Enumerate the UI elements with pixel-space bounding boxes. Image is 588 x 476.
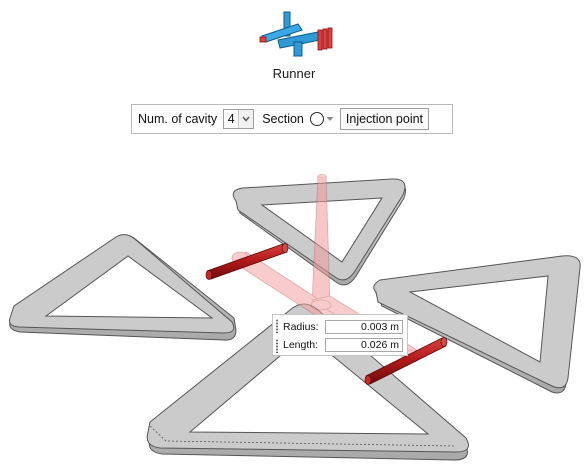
- runner-dimensions-panel: Radius: 0.003 m Length: 0.026 m: [272, 314, 408, 356]
- cavity-label: Num. of cavity: [138, 112, 218, 126]
- length-label: Length:: [283, 339, 319, 351]
- cavity-count-value[interactable]: 4: [227, 112, 235, 126]
- radius-field[interactable]: 0.003 m: [325, 320, 403, 334]
- sub-runner-lower-right: [364, 337, 448, 385]
- runner-toolbar: Num. of cavity 4 Section Injection point: [131, 104, 453, 134]
- drag-grip-icon[interactable]: [276, 319, 278, 333]
- runner-3d-viewport[interactable]: [0, 150, 588, 476]
- chevron-down-icon[interactable]: [238, 110, 254, 128]
- radius-label: Radius:: [283, 321, 319, 333]
- runner-icon: [259, 11, 333, 57]
- injection-point-button[interactable]: Injection point: [339, 108, 430, 130]
- drag-grip-icon[interactable]: [276, 339, 278, 353]
- length-field[interactable]: 0.026 m: [325, 338, 403, 352]
- cavity-right: [373, 255, 581, 394]
- page-title: Runner: [272, 66, 316, 81]
- section-dropdown-arrow-icon[interactable]: [326, 116, 334, 122]
- section-label: Section: [262, 112, 304, 126]
- cavity-left: [8, 234, 237, 341]
- sub-runner-upper-left: [205, 243, 289, 280]
- circle-section-icon[interactable]: [309, 112, 324, 126]
- cavity-count-dropdown[interactable]: 4: [223, 109, 255, 129]
- cavity-bottom: [146, 303, 469, 461]
